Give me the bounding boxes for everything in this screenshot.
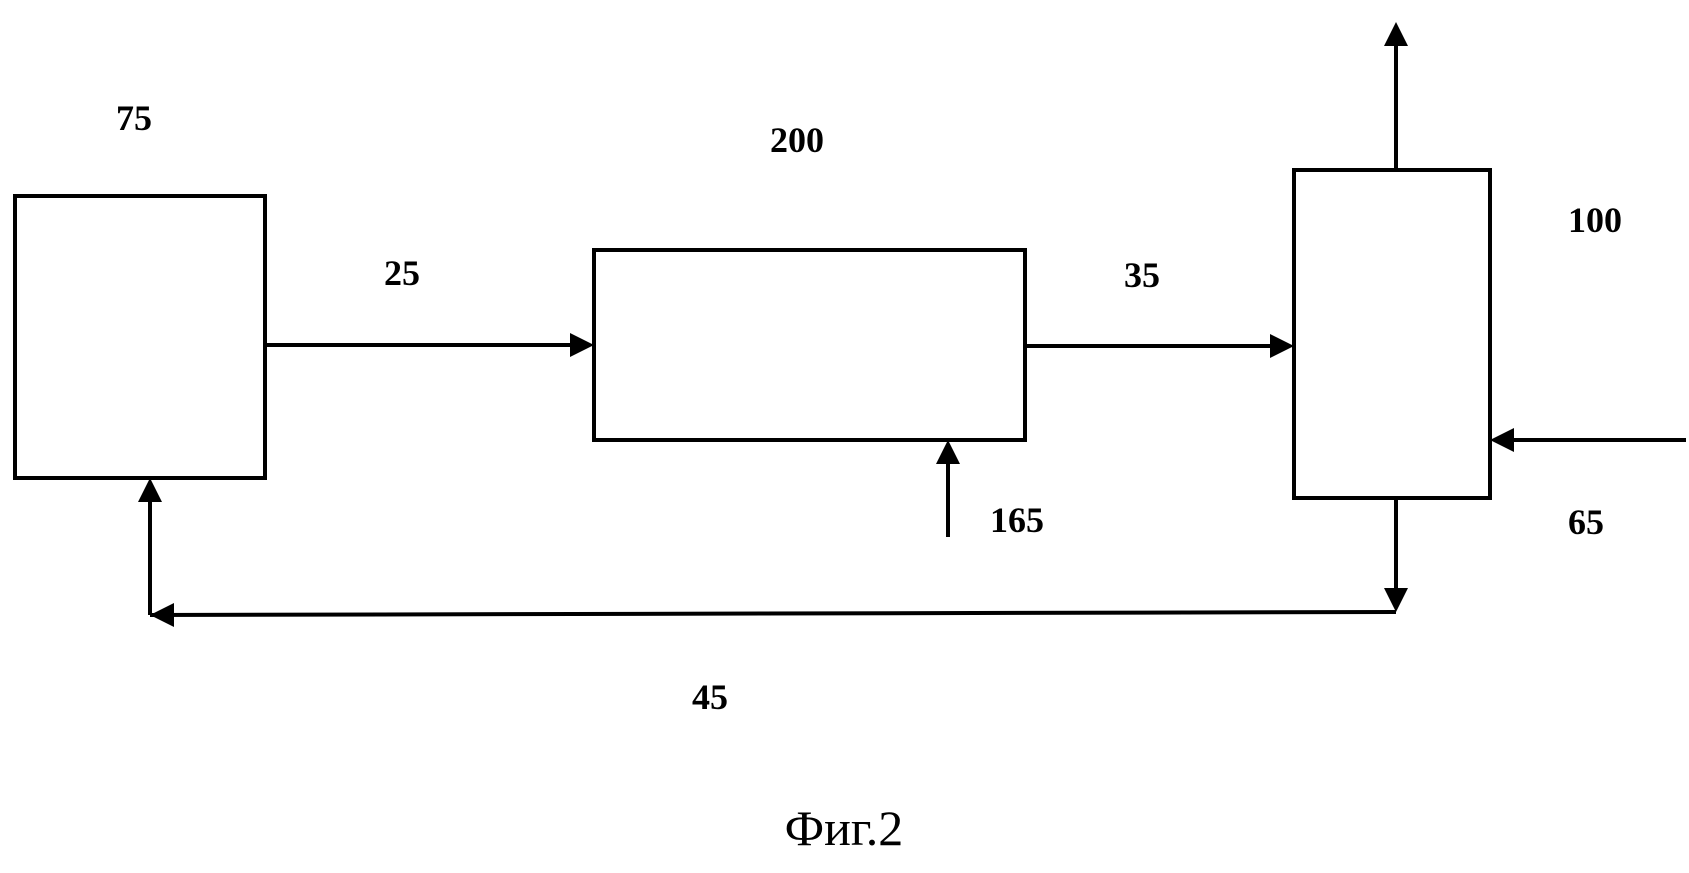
- block-200: [592, 248, 1027, 442]
- stream-165-arrow: [936, 440, 960, 537]
- figure-caption: Фиг.2: [785, 800, 904, 856]
- label-25: 25: [384, 253, 420, 293]
- label-65: 65: [1568, 502, 1604, 542]
- label-35: 35: [1124, 255, 1160, 295]
- label-45: 45: [692, 677, 728, 717]
- stream-45-recycle: [138, 478, 1408, 627]
- stream-65-arrow: [1490, 428, 1686, 452]
- label-165: 165: [990, 500, 1044, 540]
- stream-35-arrow: [1025, 334, 1294, 358]
- stream-25-arrow: [265, 333, 594, 357]
- label-75: 75: [116, 98, 152, 138]
- block-75: [13, 194, 267, 480]
- label-200: 200: [770, 120, 824, 160]
- top-outlet-arrow: [1384, 22, 1408, 170]
- block-100: [1292, 168, 1492, 500]
- label-100: 100: [1568, 200, 1622, 240]
